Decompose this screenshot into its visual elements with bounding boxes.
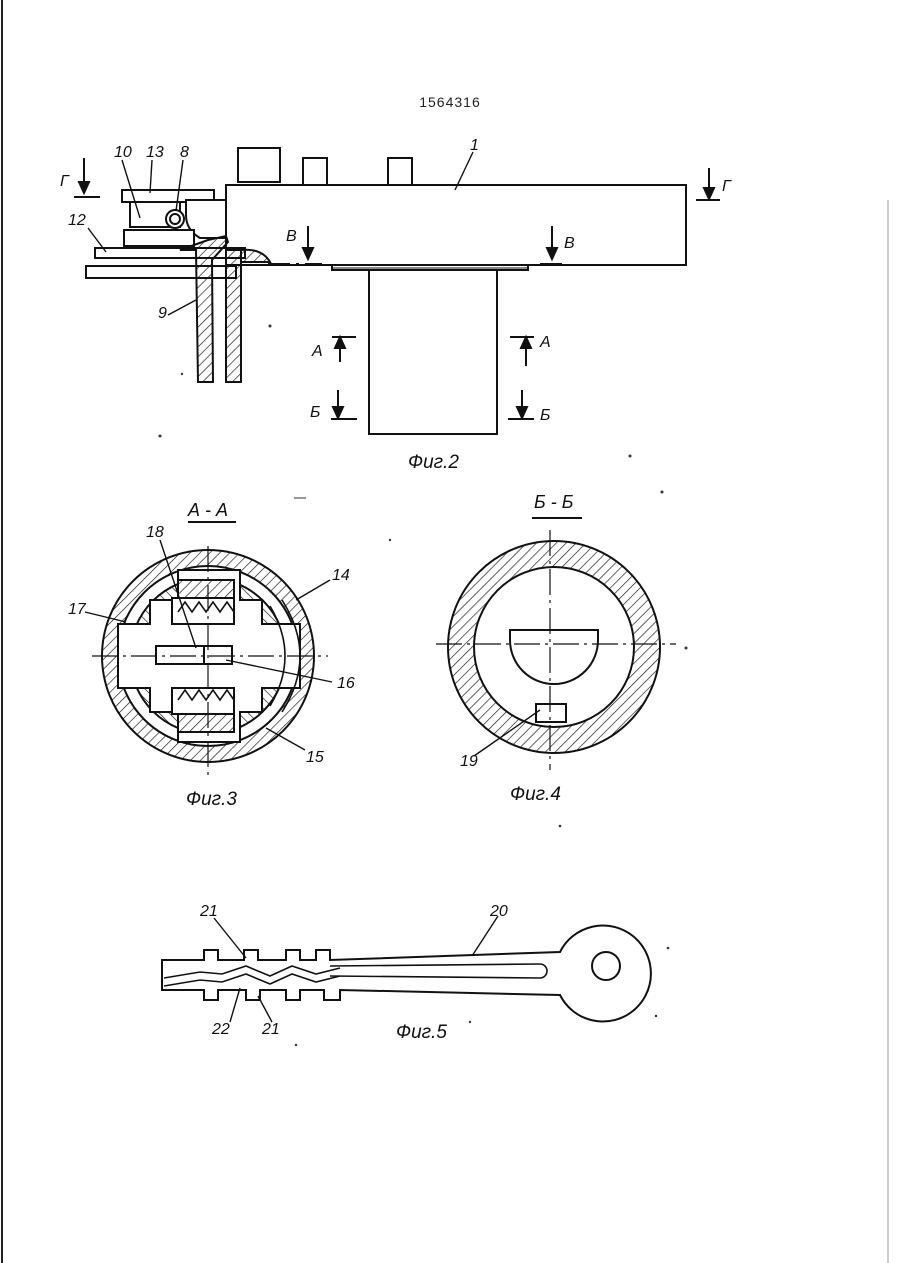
callout-12: 12 bbox=[68, 212, 86, 229]
section-mark-g-left: Г bbox=[60, 173, 70, 190]
section-mark-v-right: В bbox=[564, 235, 575, 252]
callout-15: 15 bbox=[306, 749, 324, 766]
housing-1 bbox=[226, 185, 686, 265]
figure-2 bbox=[86, 148, 686, 434]
pivot-8 bbox=[166, 210, 184, 228]
callout-9: 9 bbox=[158, 305, 167, 322]
figure-5-key bbox=[162, 926, 651, 1022]
callout-17: 17 bbox=[68, 601, 87, 618]
section-mark-v-left: В bbox=[286, 228, 297, 245]
figure-4-section-title: Б - Б bbox=[534, 492, 574, 512]
callout-14: 14 bbox=[332, 567, 350, 584]
figure-5-caption: Фиг.5 bbox=[396, 1022, 447, 1043]
callout-18: 18 bbox=[146, 524, 164, 541]
callout-8: 8 bbox=[180, 144, 189, 161]
key-body bbox=[162, 926, 651, 1022]
section-mark-b-right: Б bbox=[540, 407, 550, 424]
callout-19: 19 bbox=[460, 753, 478, 770]
section-mark-a-left: А bbox=[311, 343, 323, 360]
callout-20: 20 bbox=[489, 903, 508, 920]
callout-10: 10 bbox=[114, 144, 132, 161]
callout-16: 16 bbox=[337, 675, 355, 692]
callout-1: 1 bbox=[470, 137, 479, 154]
callout-13: 13 bbox=[146, 144, 164, 161]
key-ring-hole bbox=[592, 952, 620, 980]
cylinder-body bbox=[369, 270, 497, 434]
section-mark-g-right: Г bbox=[722, 178, 732, 195]
callout-21-top: 21 bbox=[199, 903, 218, 920]
figure-4-caption: Фиг.4 bbox=[510, 784, 561, 805]
section-mark-b-left: Б bbox=[310, 404, 320, 421]
figure-3-section-title: А - А bbox=[187, 500, 228, 520]
callout-22: 22 bbox=[211, 1021, 230, 1038]
section-mark-a-right: А bbox=[539, 334, 551, 351]
figure-2-caption: Фиг.2 bbox=[408, 452, 459, 473]
figure-3-caption: Фиг.3 bbox=[186, 789, 237, 810]
callout-21-bottom: 21 bbox=[261, 1021, 280, 1038]
figure-4 bbox=[448, 541, 660, 753]
